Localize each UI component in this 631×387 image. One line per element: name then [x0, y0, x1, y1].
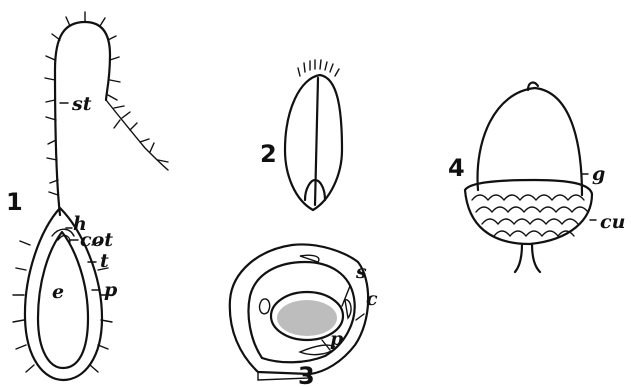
fig4-stalk — [515, 244, 540, 272]
figure-number-3: 3 — [298, 362, 315, 387]
label-p: p — [330, 328, 344, 350]
label-cot: cot — [80, 229, 113, 251]
label-p: p — [104, 279, 118, 301]
fig3-seed-stipple — [277, 300, 337, 336]
label-g: g — [592, 163, 605, 185]
fig2-raphe — [315, 78, 318, 205]
figure-4-acorn — [465, 83, 592, 272]
label-e: e — [52, 281, 64, 303]
figure-number-2: 2 — [260, 140, 277, 168]
label-c: c — [366, 288, 378, 310]
fig4-cup-scales — [472, 195, 588, 236]
label-st: st — [71, 93, 92, 115]
figure-1-seed — [13, 12, 168, 380]
figure-2-seed — [285, 60, 342, 210]
label-cu: cu — [600, 211, 625, 233]
figure-number-4: 4 — [448, 154, 465, 182]
label-t: t — [100, 250, 109, 272]
figure-number-1: 1 — [6, 188, 23, 216]
label-s: s — [355, 261, 367, 283]
fig2-outline — [285, 75, 342, 210]
fig2-hair-tuft — [298, 60, 339, 76]
fig1-style-stalk — [55, 22, 110, 215]
fig1-hairs — [13, 12, 168, 372]
figure-3-fruit-section — [230, 244, 368, 380]
